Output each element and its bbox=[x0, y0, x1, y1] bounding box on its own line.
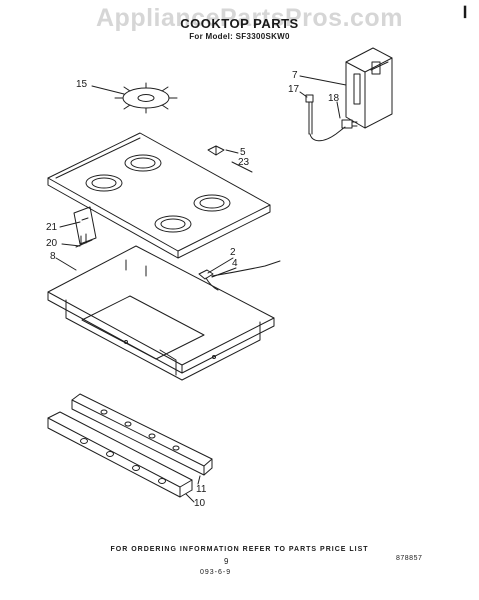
leader-2 bbox=[208, 258, 233, 273]
callout-5: 5 bbox=[240, 147, 246, 158]
burner-opening-rear-left bbox=[125, 155, 161, 171]
page-title: COOKTOP PARTS bbox=[180, 16, 299, 31]
document-number: 878857 bbox=[396, 555, 423, 562]
callout-17: 17 bbox=[288, 84, 300, 95]
control-panel-overlay-part bbox=[48, 412, 192, 497]
leader-21 bbox=[60, 222, 80, 227]
burner-opening-rear-right bbox=[194, 195, 230, 211]
bracket-part bbox=[74, 207, 96, 244]
power-cord-plug-part bbox=[342, 120, 357, 128]
leader-15 bbox=[92, 86, 124, 94]
vent-box-part bbox=[346, 48, 392, 128]
leader-20 bbox=[62, 244, 80, 246]
callout-10: 10 bbox=[194, 498, 206, 509]
ordering-note: FOR ORDERING INFORMATION REFER TO PARTS … bbox=[110, 546, 369, 553]
leader-10 bbox=[186, 494, 194, 502]
leader-5 bbox=[226, 150, 238, 153]
leader-17 bbox=[300, 92, 307, 97]
leader-8 bbox=[56, 258, 76, 270]
burner-grate-part bbox=[115, 83, 177, 113]
cooktop-top-panel bbox=[48, 133, 270, 258]
burner-opening-front-left bbox=[86, 175, 122, 191]
callout-7: 7 bbox=[292, 70, 298, 81]
igniter-part bbox=[306, 95, 345, 141]
model-line: For Model: SF3300SKW0 bbox=[189, 32, 290, 41]
leader-4 bbox=[212, 268, 236, 277]
clip-part bbox=[208, 146, 224, 155]
leader-23 bbox=[232, 162, 252, 172]
callout-2: 2 bbox=[230, 247, 236, 258]
callout-4: 4 bbox=[232, 258, 238, 269]
callout-18: 18 bbox=[328, 93, 340, 104]
callout-8: 8 bbox=[50, 251, 56, 262]
burner-box-part bbox=[48, 246, 274, 380]
date-code: 093-6-9 bbox=[200, 569, 232, 576]
callout-11: 11 bbox=[196, 484, 207, 495]
callout-15: 15 bbox=[76, 79, 88, 90]
leader-11 bbox=[198, 476, 200, 484]
watermark-text: AppliancePartsPros.com bbox=[96, 4, 403, 32]
callout-23: 23 bbox=[238, 157, 250, 168]
page-number: 9 bbox=[224, 557, 229, 566]
burner-opening-front-right bbox=[155, 216, 191, 232]
corner-mark: ❙ bbox=[460, 4, 471, 18]
control-panel-part bbox=[72, 394, 212, 475]
callout-21: 21 bbox=[46, 222, 58, 233]
leader-18 bbox=[337, 102, 340, 118]
leader-7 bbox=[300, 76, 346, 85]
callout-20: 20 bbox=[46, 238, 58, 249]
